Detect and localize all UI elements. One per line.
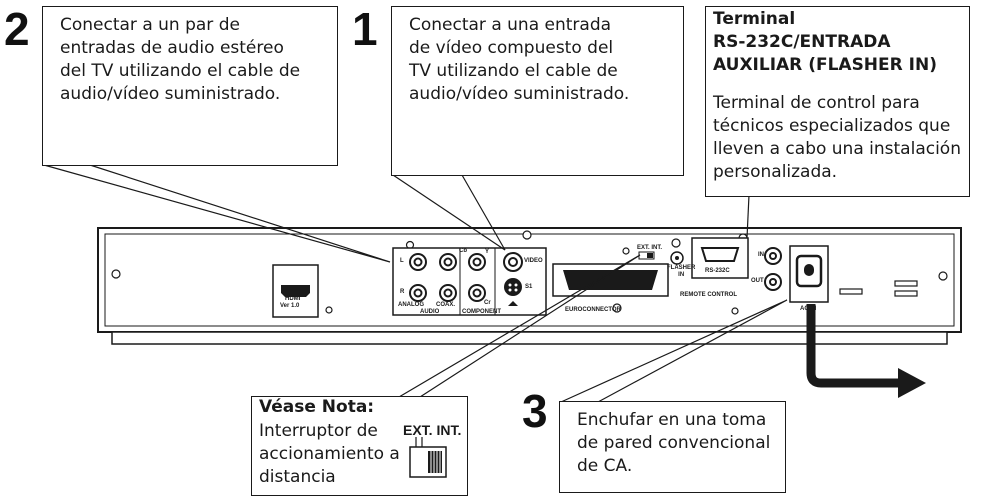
- audio-left-label: L: [400, 258, 404, 264]
- callout-step-3: Enchufar en una toma de pared convencion…: [559, 401, 786, 493]
- s1-label: S1: [525, 284, 533, 290]
- note-title: Véase Nota:: [259, 397, 375, 417]
- out-label: OUT: [751, 278, 764, 284]
- switch-label: EXT. INT.: [403, 422, 462, 438]
- hole: [325, 306, 333, 314]
- hdmi-port[interactable]: [281, 285, 310, 297]
- hdmi-version-label: Ver 1.0: [280, 303, 300, 309]
- in-label: IN: [758, 252, 764, 258]
- s-video-port[interactable]: [504, 278, 522, 296]
- terminal-description: Terminal de control para técnicos especi…: [713, 93, 961, 182]
- step-number-2: 2: [4, 3, 30, 55]
- euroconnector-label: EUROCONNECTOR: [565, 307, 621, 313]
- analog-label: ANALOG: [398, 302, 424, 308]
- coax-label: COAX.: [436, 302, 456, 308]
- callout-step-1: Conectar a una entrada de vídeo compuest…: [391, 6, 684, 176]
- ac-cord-arrow: [898, 368, 926, 398]
- remote-in-out-jacks[interactable]: [764, 247, 782, 291]
- callout-note: Véase Nota: Interruptor de accionamiento…: [251, 396, 468, 496]
- callout-step-3-text: Enchufar en una toma de pared convencion…: [577, 410, 771, 476]
- step-number-3: 3: [522, 385, 548, 437]
- cb-label: Cb: [459, 248, 467, 254]
- ac-cord: [806, 304, 898, 388]
- ac-in-label: AC IN: [800, 306, 817, 312]
- rs232c-port[interactable]: [700, 247, 740, 262]
- rs232c-label: RS-232C: [705, 268, 730, 274]
- callout-step-2-text: Conectar a un par de entradas de audio e…: [60, 15, 301, 104]
- audio-label: AUDIO: [420, 309, 440, 315]
- step-number-1: 1: [352, 3, 378, 55]
- hole: [731, 307, 739, 315]
- hdmi-port-frame: [272, 264, 319, 318]
- video-label: VIDEO: [524, 258, 543, 264]
- note-body: Interruptor de accionamiento a distancia: [259, 421, 400, 487]
- hole: [622, 247, 630, 255]
- callout-terminal: Terminal RS-232C/ENTRADA AUXILIAR (FLASH…: [705, 6, 970, 197]
- ext-int-panel-label: EXT. INT.: [637, 245, 663, 251]
- leader-lines: [43, 164, 788, 403]
- component-label: COMPONENT: [462, 309, 501, 315]
- y-label: Y: [485, 249, 490, 255]
- euroconnector-port[interactable]: [563, 270, 658, 290]
- flasher-in-label: FLASHER IN: [667, 265, 696, 278]
- terminal-title: Terminal RS-232C/ENTRADA AUXILIAR (FLASH…: [713, 9, 937, 75]
- audio-right-label: R: [400, 289, 405, 295]
- callout-step-1-text: Conectar a una entrada de vídeo compuest…: [409, 15, 630, 104]
- switch-illustration-icon: [409, 437, 447, 478]
- cr-label: Cr: [484, 300, 491, 306]
- hdmi-label: HDMI: [285, 296, 301, 302]
- vent-slots: [839, 280, 918, 297]
- chassis-foot: [111, 331, 948, 345]
- callout-step-2: Conectar a un par de entradas de audio e…: [42, 6, 338, 166]
- remote-control-label: REMOTE CONTROL: [680, 292, 737, 298]
- rca-jacks[interactable]: [409, 252, 523, 302]
